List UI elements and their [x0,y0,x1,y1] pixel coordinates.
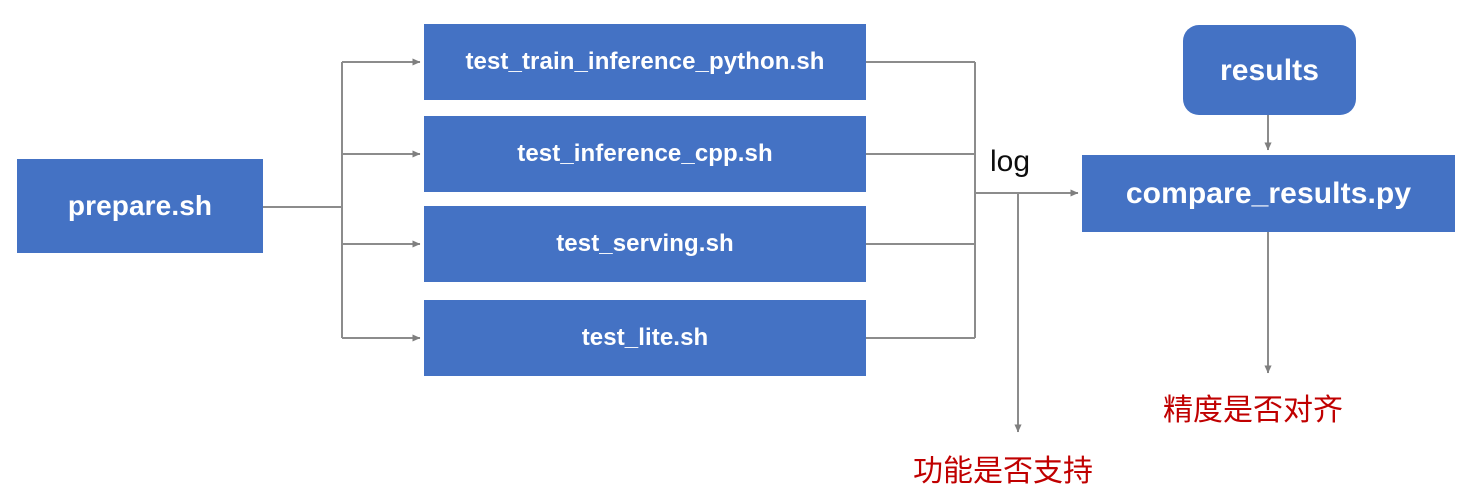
node-results[interactable]: results [1183,25,1356,115]
node-test-serving-sh[interactable]: test_serving.sh [424,206,866,282]
node-results-label: results [1219,53,1320,87]
note-function-supported: 功能是否支持 [913,454,1093,489]
node-compare-results-py[interactable]: compare_results.py [1082,155,1455,232]
node-test-serving-sh-label: test_serving.sh [556,229,734,257]
node-test-inference-cpp-sh[interactable]: test_inference_cpp.sh [424,116,866,192]
node-test-lite-sh-label: test_lite.sh [581,323,709,351]
node-test-inference-cpp-sh-label: test_inference_cpp.sh [517,139,773,167]
node-prepare-sh[interactable]: prepare.sh [17,159,263,253]
edge-label-log: log [990,145,1031,178]
node-test-train-inference-python-sh[interactable]: test_train_inference_python.sh [424,24,866,100]
node-prepare-sh-label: prepare.sh [67,189,213,221]
note-precision-aligned: 精度是否对齐 [1163,393,1343,428]
node-test-lite-sh[interactable]: test_lite.sh [424,300,866,376]
node-test-train-inference-python-sh-label: test_train_inference_python.sh [465,47,825,75]
node-compare-results-py-label: compare_results.py [1125,177,1412,210]
